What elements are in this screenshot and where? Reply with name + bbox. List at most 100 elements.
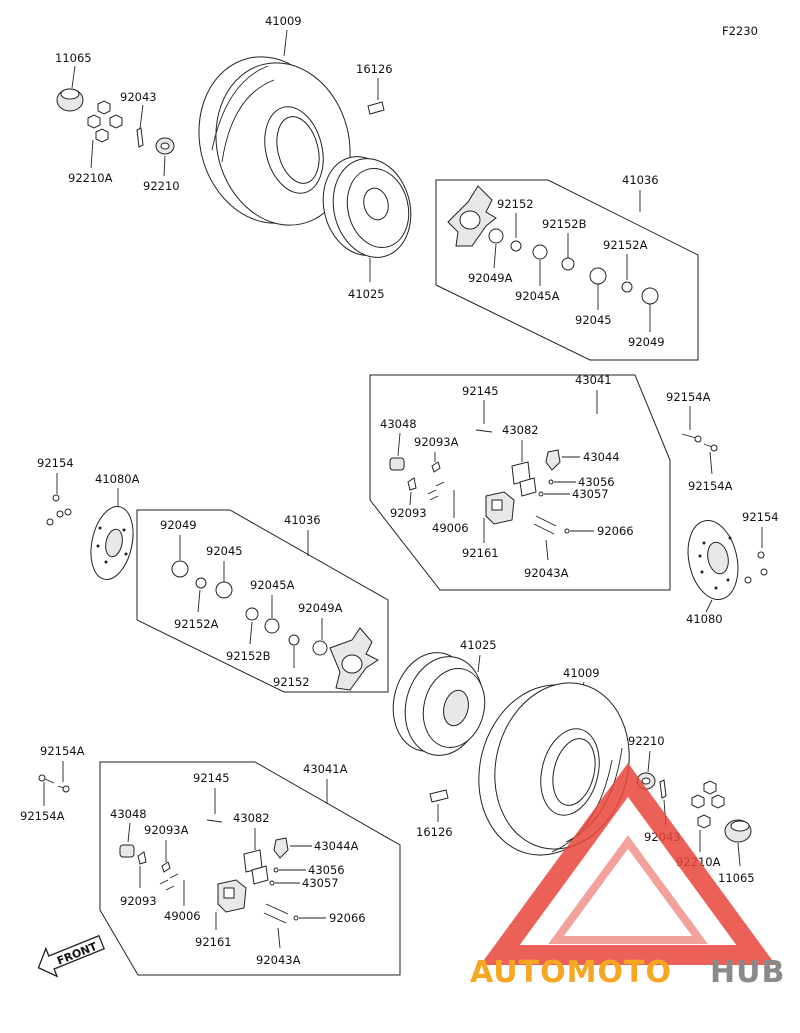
brake-disc-41080-icon <box>687 520 739 600</box>
label-92210A-top: 92210A <box>68 171 113 185</box>
bolts-92154-left-icon <box>46 494 72 526</box>
seal-92049-top-icon <box>641 287 659 305</box>
rim-bottom-icon <box>392 652 486 756</box>
label-43057-top: 43057 <box>572 487 609 501</box>
part-92066-dot-icon <box>564 528 570 534</box>
label-92161-bottom: 92161 <box>195 935 232 949</box>
label-16126-top: 16126 <box>356 62 393 76</box>
label-43041: 43041 <box>575 373 612 387</box>
seal-92049A-bottom-icon <box>312 640 328 656</box>
label-92145-bottom: 92145 <box>193 771 230 785</box>
label-43041A: 43041A <box>303 762 348 776</box>
label-16126-bottom: 16126 <box>416 825 453 839</box>
diagram-code: F2230 <box>722 24 758 38</box>
hub-cap-nut-bottom-icon <box>724 819 752 843</box>
piston-bottom-icon <box>119 844 135 858</box>
label-41080A: 41080A <box>95 472 140 486</box>
seal-92093-top-icon <box>407 477 417 491</box>
label-92093-top: 92093 <box>390 506 427 520</box>
label-41036-top: 41036 <box>622 173 659 187</box>
watermark-text-1: AUTOMOTO <box>470 955 672 990</box>
spring-top-icon <box>535 515 557 527</box>
label-43056-top: 43056 <box>578 475 615 489</box>
label-41080: 41080 <box>686 612 723 626</box>
label-92154A-bottom-a: 92154A <box>40 744 85 758</box>
wheel-nuts-bottom-icon <box>691 780 725 829</box>
spacer-92152-bottom-icon <box>288 634 300 646</box>
spacer-92152-top-icon <box>510 240 522 252</box>
watermark-text-2: HUB <box>710 955 785 990</box>
part-92066-b-dot-icon <box>293 915 299 921</box>
label-92152A-top: 92152A <box>603 238 648 252</box>
label-11065-bottom: 11065 <box>718 871 755 885</box>
label-92066-top: 92066 <box>597 524 634 538</box>
caliper-top-icon <box>485 491 515 525</box>
label-43057-bottom: 43057 <box>302 876 339 890</box>
label-92152B-top: 92152B <box>542 217 587 231</box>
spacer-92152A-top-icon <box>621 281 633 293</box>
spacer-92152A-bottom-icon <box>195 577 207 589</box>
bleeder-top-icon <box>475 429 493 433</box>
label-92152B-bottom: 92152B <box>226 649 271 663</box>
seal-92093A-top-icon <box>431 461 441 473</box>
wheel-nuts-top-icon <box>87 100 123 143</box>
label-49006-bottom: 49006 <box>164 909 201 923</box>
label-43044: 43044 <box>583 450 620 464</box>
label-92093-bottom: 92093 <box>120 894 157 908</box>
part-43056-dot-icon <box>548 479 554 485</box>
bearing-92045-top-icon <box>589 267 607 285</box>
seal-92093-bottom-icon <box>137 851 147 865</box>
label-92210-top: 92210 <box>143 179 180 193</box>
watermark-logo-icon <box>480 763 776 965</box>
spring-bottom-icon <box>265 903 289 915</box>
label-41036-bottom: 41036 <box>284 513 321 527</box>
bearing-92045-bottom-icon <box>215 581 233 599</box>
label-92145-top: 92145 <box>462 384 499 398</box>
label-43082-bottom: 43082 <box>233 811 270 825</box>
label-11065-top: 11065 <box>55 51 92 65</box>
label-92049-bottom: 92049 <box>160 518 197 532</box>
cotter-pin-bottom-icon <box>659 779 667 799</box>
part-43057-dot-icon <box>538 491 544 497</box>
seal-92049A-top-icon <box>488 228 504 244</box>
label-92066-bottom: 92066 <box>329 911 366 925</box>
label-92161-top: 92161 <box>462 546 499 560</box>
pins-bottom-icon <box>159 873 179 891</box>
valve-stem-bottom-icon <box>429 789 449 803</box>
front-arrow-icon: FRONT <box>37 934 105 978</box>
label-43044A: 43044A <box>314 839 359 853</box>
label-43056-bottom: 43056 <box>308 863 345 877</box>
label-92093A-top: 92093A <box>414 435 459 449</box>
bolts-92154-right-icon <box>744 551 768 584</box>
label-92152A-bottom: 92152A <box>174 617 219 631</box>
label-43082-top: 43082 <box>502 423 539 437</box>
bracket-43044A-icon <box>273 837 289 859</box>
label-41025-top: 41025 <box>348 287 385 301</box>
pins-top-icon <box>427 481 445 501</box>
label-92152-bottom: 92152 <box>273 675 310 689</box>
part-43056-b-dot-icon <box>273 867 279 873</box>
tire-bottom-icon <box>478 682 630 856</box>
seal-92049-bottom-icon <box>171 560 189 578</box>
valve-stem-top-icon <box>367 101 385 115</box>
label-41009-bottom: 41009 <box>563 666 600 680</box>
label-92154A-bottom-b: 92154A <box>20 809 65 823</box>
spacer-92152B-top-icon <box>561 257 575 271</box>
label-92154A-top-b: 92154A <box>688 479 733 493</box>
hub-top-icon <box>447 185 497 247</box>
caliper-bottom-icon <box>217 879 247 913</box>
bearing-92045A-bottom-icon <box>264 618 280 634</box>
label-49006-top: 49006 <box>432 521 469 535</box>
hub-bottom-icon <box>329 627 379 691</box>
caliper-kit-box <box>369 374 671 591</box>
label-92045-top: 92045 <box>575 313 612 327</box>
label-92049A-top: 92049A <box>468 271 513 285</box>
label-43048-top: 43048 <box>380 417 417 431</box>
label-92154-right: 92154 <box>742 510 779 524</box>
label-92093A-bottom: 92093A <box>144 823 189 837</box>
bracket-43044-icon <box>545 449 561 471</box>
label-92154A-top-a: 92154A <box>666 390 711 404</box>
bleeder-bottom-icon <box>206 819 223 823</box>
